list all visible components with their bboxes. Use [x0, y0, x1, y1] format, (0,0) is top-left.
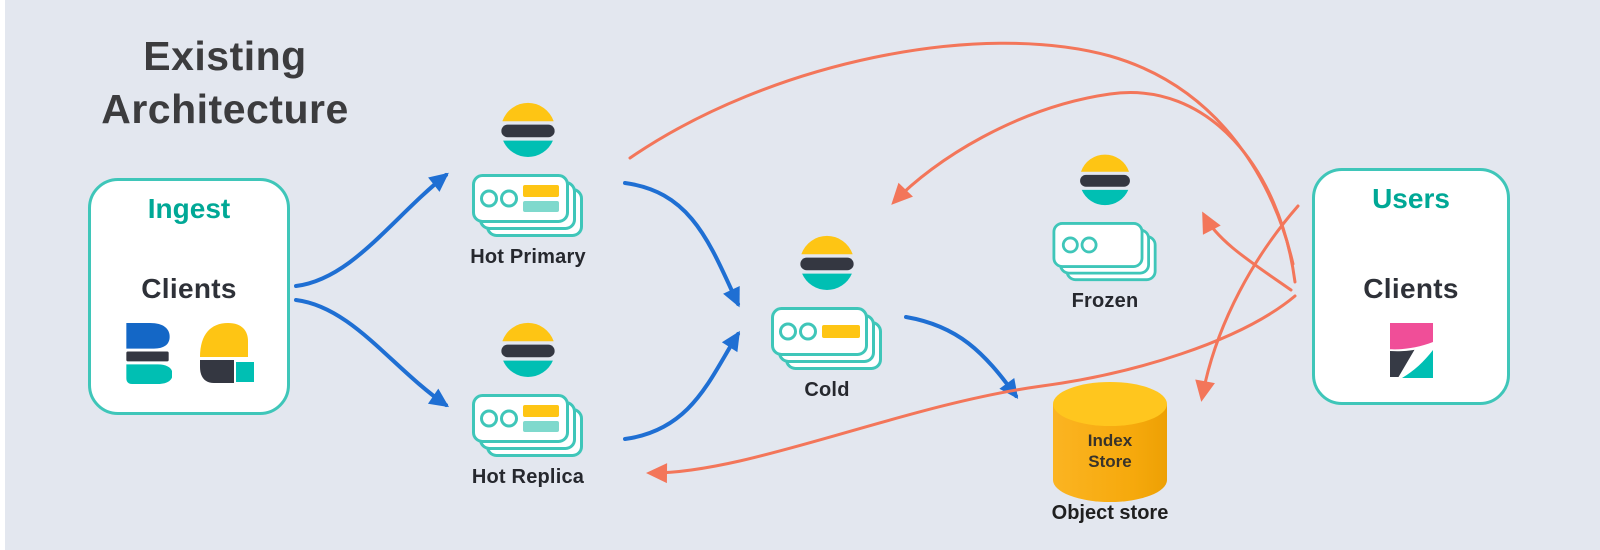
hot-replica-shards-icon: [472, 394, 583, 457]
edge-users-to-frozen: [1202, 211, 1293, 292]
ingest-heading: Ingest: [147, 193, 231, 224]
hot-primary-label: Hot Primary: [470, 246, 586, 268]
cold-label: Cold: [804, 379, 850, 401]
hot-replica-label: Hot Replica: [471, 466, 585, 488]
cylinder-label: Index Store: [1040, 430, 1180, 472]
users-logos: [1386, 321, 1436, 383]
ingest-clients-box: Ingest Clients: [88, 178, 290, 415]
node-frozen: Frozen: [995, 150, 1215, 313]
elasticsearch-logo-icon: [501, 102, 555, 157]
title-line-2: Architecture: [101, 86, 349, 132]
ingest-logos: [124, 321, 254, 384]
node-hot-replica: Hot Replica: [418, 318, 638, 489]
cylinder-label-line-2: Store: [1088, 452, 1132, 471]
edge-users-to-object-store: [1195, 204, 1300, 402]
kibana-logo-icon: [1390, 323, 1433, 378]
elasticsearch-logo-icon: [501, 322, 555, 377]
ingest-clients-label: Clients: [141, 273, 237, 304]
users-clients-label: Clients: [1363, 273, 1459, 304]
beats-logo-icon: [126, 322, 172, 384]
object-store-caption: Object store: [1051, 502, 1169, 524]
logstash-logo-icon: [200, 323, 254, 383]
title-line-1: Existing: [143, 33, 307, 79]
object-store: Index Store Object store: [1040, 376, 1180, 528]
node-hot-primary: Hot Primary: [418, 98, 638, 269]
frozen-label: Frozen: [1071, 290, 1139, 312]
cold-shards-icon: [771, 307, 882, 370]
left-edge-strip: [0, 0, 5, 550]
users-heading: Users: [1372, 183, 1450, 214]
hot-primary-shards-icon: [472, 174, 583, 237]
elasticsearch-logo-icon: [1080, 154, 1130, 206]
node-cold: Cold: [717, 231, 937, 402]
users-clients-box: Users Clients: [1312, 168, 1510, 405]
frozen-shards-icon: [1052, 222, 1157, 282]
cylinder-label-line-1: Index: [1087, 431, 1133, 450]
page-title: Existing Architecture: [55, 30, 395, 136]
elasticsearch-logo-icon: [800, 235, 854, 290]
